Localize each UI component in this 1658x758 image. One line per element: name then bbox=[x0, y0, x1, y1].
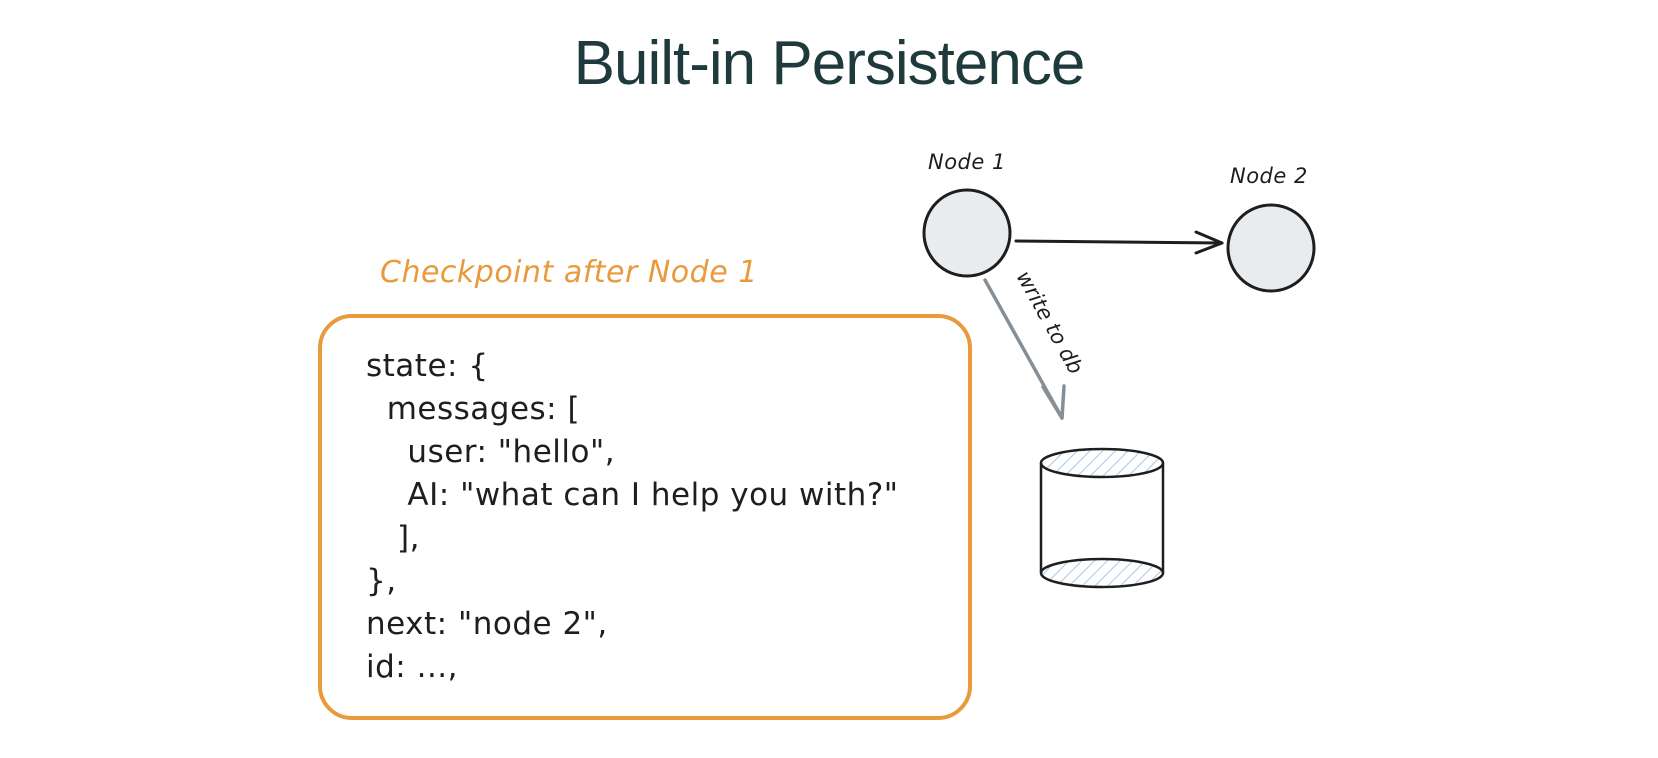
node-2-label: Node 2 bbox=[1230, 164, 1308, 188]
code-line: user: "hello", bbox=[366, 434, 616, 470]
node-1-circle bbox=[922, 188, 1012, 278]
code-line: }, bbox=[366, 563, 397, 599]
diagram-title: Built-in Persistence bbox=[573, 29, 1086, 98]
code-line: next: "node 2", bbox=[366, 606, 608, 642]
checkpoint-code: state: { messages: [ user: "hello", AI: … bbox=[366, 345, 899, 689]
code-line: AI: "what can I help you with?" bbox=[366, 477, 899, 513]
code-line: ], bbox=[366, 520, 421, 556]
edge-node1-node2 bbox=[1014, 230, 1224, 255]
node-2-circle bbox=[1226, 203, 1316, 293]
database-icon bbox=[1039, 447, 1165, 589]
write-to-db-label: write to db bbox=[1012, 267, 1088, 378]
code-line: state: { bbox=[366, 348, 489, 384]
write-to-db-arrow bbox=[983, 278, 1066, 420]
node-1-label: Node 1 bbox=[928, 150, 1006, 174]
checkpoint-label: Checkpoint after Node 1 bbox=[380, 255, 758, 290]
code-line: messages: [ bbox=[366, 391, 581, 427]
checkpoint-box bbox=[318, 314, 972, 720]
code-line: id: ..., bbox=[366, 649, 459, 685]
